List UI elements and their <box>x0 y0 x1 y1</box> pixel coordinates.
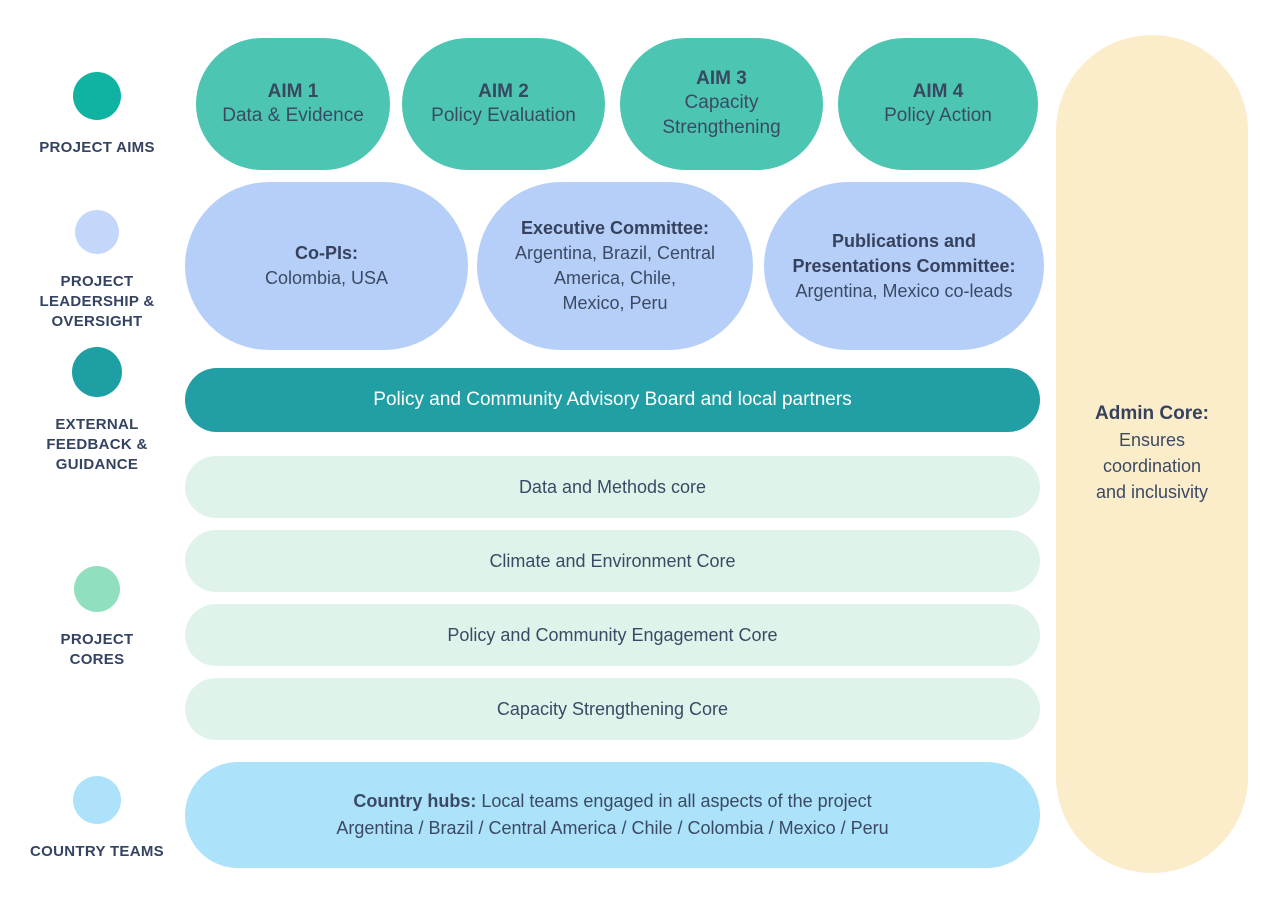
sidebar-group-project-aims: PROJECT AIMS <box>16 72 178 158</box>
aim-1-title: AIM 1 <box>267 80 319 102</box>
external-feedback-label: EXTERNAL FEEDBACK & GUIDANCE <box>46 416 148 473</box>
aim-2-pill: AIM 2 Policy Evaluation <box>402 38 605 170</box>
core-bar-data-methods: Data and Methods core <box>185 456 1040 518</box>
co-pis-body: Colombia, USA <box>264 268 389 288</box>
publications-committee-pill: Publications and Presentations Committee… <box>764 182 1044 350</box>
project-aims-label: PROJECT AIMS <box>39 139 155 156</box>
sidebar-group-country-teams: COUNTRY TEAMS <box>16 776 178 862</box>
country-teams-label: COUNTRY TEAMS <box>30 843 164 860</box>
aim-4-pill: AIM 4 Policy Action <box>838 38 1038 170</box>
core-bar-policy-community: Policy and Community Engagement Core <box>185 604 1040 666</box>
publications-committee-body: Argentina, Mexico co-leads <box>795 280 1013 301</box>
leadership-dot-icon <box>75 210 119 254</box>
leadership-label: PROJECT LEADERSHIP & OVERSIGHT <box>39 273 155 330</box>
aim-3-subtitle: Capacity Strengthening <box>662 92 781 138</box>
advisory-board-label: Policy and Community Advisory Board and … <box>373 389 852 410</box>
co-pis-pill: Co-PIs: Colombia, USA <box>185 182 468 350</box>
executive-committee-pill: Executive Committee: Argentina, Brazil, … <box>477 182 753 350</box>
project-cores-dot-icon <box>74 566 120 612</box>
admin-core-heading: Admin Core: <box>1095 403 1209 424</box>
core-bar-label: Climate and Environment Core <box>489 550 736 571</box>
executive-committee-body: Argentina, Brazil, Central America, Chil… <box>514 243 716 313</box>
aim-4-title: AIM 4 <box>912 80 964 102</box>
admin-core-panel: Admin Core: Ensures coordination and inc… <box>1056 35 1248 873</box>
country-hubs-heading: Country hubs: <box>353 791 477 811</box>
aim-4-subtitle: Policy Action <box>884 104 992 126</box>
aim-1-subtitle: Data & Evidence <box>222 104 364 126</box>
publications-committee-heading: Publications and Presentations Committee… <box>792 230 1016 276</box>
sidebar-group-leadership: PROJECT LEADERSHIP & OVERSIGHT <box>16 210 178 332</box>
aim-3-title: AIM 3 <box>696 68 747 89</box>
aim-1-pill: AIM 1 Data & Evidence <box>196 38 390 170</box>
project-aims-dot-icon <box>73 72 121 120</box>
core-bar-capacity-strengthening: Capacity Strengthening Core <box>185 678 1040 740</box>
core-bar-label: Data and Methods core <box>518 476 707 497</box>
country-teams-dot-icon <box>73 776 121 824</box>
core-bar-climate-environment: Climate and Environment Core <box>185 530 1040 592</box>
admin-core-body: Ensures coordination and inclusivity <box>1095 430 1209 502</box>
country-hubs-description: Local teams engaged in all aspects of th… <box>476 791 872 811</box>
project-cores-label: PROJECT CORES <box>60 631 134 668</box>
sidebar-group-project-cores: PROJECT CORES <box>16 566 178 670</box>
country-hubs-bar: Country hubs: Local teams engaged in all… <box>185 762 1040 868</box>
sidebar-group-external-feedback: EXTERNAL FEEDBACK & GUIDANCE <box>16 347 178 475</box>
co-pis-heading: Co-PIs: <box>295 243 358 263</box>
core-bar-label: Capacity Strengthening Core <box>496 698 729 719</box>
country-hubs-line1: Country hubs: Local teams engaged in all… <box>353 788 871 815</box>
aim-2-subtitle: Policy Evaluation <box>431 104 576 126</box>
aim-2-title: AIM 2 <box>478 80 529 102</box>
executive-committee-heading: Executive Committee: <box>520 218 710 238</box>
core-bar-label: Policy and Community Engagement Core <box>447 624 778 645</box>
advisory-board-bar: Policy and Community Advisory Board and … <box>185 368 1040 432</box>
external-feedback-dot-icon <box>72 347 122 397</box>
aim-3-pill: AIM 3 Capacity Strengthening <box>620 38 823 170</box>
country-hubs-line2: Argentina / Brazil / Central America / C… <box>336 818 889 838</box>
